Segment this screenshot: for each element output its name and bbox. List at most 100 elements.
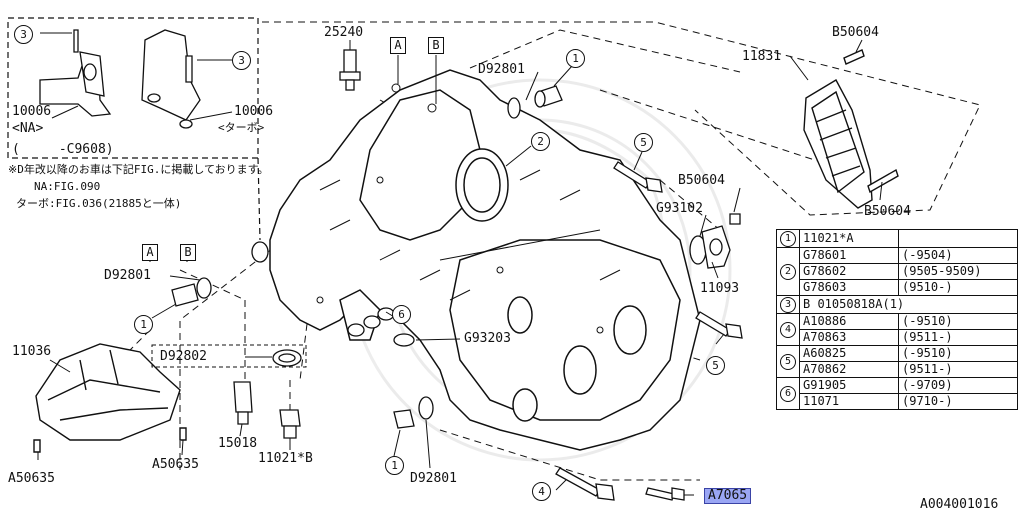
range-from: ( — [902, 346, 910, 360]
label-11831: 11831 — [742, 49, 782, 64]
range-to: ) — [945, 362, 953, 376]
part-code: A70863 — [799, 329, 899, 346]
range-from: ( — [902, 248, 910, 262]
label-a50635-right: A50635 — [152, 457, 199, 472]
table-row: 11071 (9710-) — [777, 393, 1018, 410]
callout-1-bottom: 1 — [385, 456, 404, 475]
label-11036: 11036 — [12, 344, 52, 359]
row-index: 4 — [780, 322, 796, 338]
range-from: (9710- — [902, 394, 946, 408]
callout-6: 6 — [392, 305, 411, 324]
ref-box-b-block: B — [428, 37, 444, 54]
part-code: A60825 — [799, 345, 899, 362]
table-row: 5 A60825 (-9510) — [776, 345, 1018, 378]
label-d92801-top: D92801 — [478, 62, 525, 77]
range-to: -9709) — [909, 378, 953, 392]
ref-box-b-inset: B — [180, 244, 196, 261]
oil-seal — [455, 148, 509, 222]
table-row: 1 11021*A — [776, 229, 1018, 248]
o-rings — [347, 307, 415, 347]
part-10006-turbo-variant: <ターボ> — [218, 121, 265, 134]
figure-code: A004001016 — [920, 497, 999, 512]
range-from: ( — [902, 314, 910, 328]
row-index: 2 — [780, 264, 796, 280]
sensor-25240 — [339, 49, 361, 91]
label-11021b: 11021*B — [258, 451, 313, 466]
callout-2: 2 — [531, 132, 550, 151]
inset-range: ( -C9608) — [12, 142, 114, 157]
plug-left — [171, 241, 269, 307]
part-10006-turbo: 10006 — [234, 104, 274, 119]
label-d92801-left: D92801 — [104, 268, 151, 283]
range-from: (9505-9509) — [902, 264, 982, 278]
label-b50604-mid: B50604 — [678, 173, 725, 188]
range-from: ( — [902, 378, 910, 392]
cover-11036 — [33, 343, 187, 453]
table-row: 2 G78601 (-9504) — [776, 247, 1018, 296]
range-to: ) — [945, 280, 953, 294]
label-a7065-highlighted[interactable]: A7065 — [704, 488, 752, 504]
part-code: G78602 — [799, 263, 899, 280]
range-from: (9511- — [902, 330, 946, 344]
flange-11093 — [689, 213, 741, 269]
parts-table: 1 11021*A 2 G78601 (-9504) G78602 (9505-… — [776, 229, 1018, 410]
callout-4: 4 — [532, 482, 551, 501]
table-row: A70862 (9511-) — [777, 361, 1018, 378]
fig-note-line2: NA:FIG.090 — [34, 180, 101, 193]
callout-3-inset-right: 3 — [232, 51, 251, 70]
part-10006-na: 10006 — [12, 104, 52, 119]
range-from: (9511- — [902, 362, 946, 376]
table-row: 6 G91905 (-9709) — [776, 377, 1018, 410]
label-a50635-left: A50635 — [8, 471, 55, 486]
lower-left-parts — [233, 349, 434, 439]
table-row: 3 B 01050818A(1) — [776, 295, 1018, 314]
row-index: 1 — [780, 231, 796, 247]
callout-3-inset-left: 3 — [14, 25, 33, 44]
ref-box-a-block: A — [390, 37, 406, 54]
engine-block — [269, 69, 701, 451]
cover-plate-11831 — [803, 49, 899, 209]
range-to: ) — [945, 394, 953, 408]
range-to: -9510) — [909, 346, 953, 360]
range-to: ) — [945, 330, 953, 344]
label-d92802: D92802 — [160, 349, 207, 364]
inset-frame — [7, 17, 261, 241]
row-index: 5 — [780, 354, 796, 370]
table-row: 4 A10886 (-9510) — [776, 313, 1018, 346]
leader-lines — [37, 39, 883, 496]
d92802-box — [151, 344, 307, 368]
label-15018: 15018 — [218, 436, 258, 451]
table-row: A70863 (9511-) — [777, 329, 1018, 346]
part-code: G78603 — [799, 279, 899, 296]
part-code: 11021*A — [799, 229, 899, 248]
fig-note-line1: ※D年改以降のお車は下記FIG.に掲載しております。 — [8, 163, 269, 176]
table-row: G78603 (9510-) — [777, 279, 1018, 296]
table-row: G78602 (9505-9509) — [777, 263, 1018, 280]
range-to: -9510) — [909, 314, 953, 328]
label-d92801-bottom: D92801 — [410, 471, 457, 486]
label-b50604-bottom: B50604 — [864, 204, 911, 219]
label-g93203: G93203 — [464, 331, 511, 346]
part-code: G91905 — [799, 377, 899, 394]
callout-5-right: 5 — [706, 356, 725, 375]
callout-1-left: 1 — [134, 315, 153, 334]
ref-box-a-inset: A — [142, 244, 158, 261]
part-code: G78601 — [799, 247, 899, 264]
row-index: 6 — [780, 386, 796, 402]
range-to: -9504) — [909, 248, 953, 262]
part-code: A10886 — [799, 313, 899, 330]
label-25240: 25240 — [324, 25, 364, 40]
label-11093: 11093 — [700, 281, 740, 296]
part-code: B 01050818A(1) — [799, 295, 1018, 314]
inset-leaders — [40, 32, 233, 121]
part-range — [898, 229, 1018, 248]
label-g93102: G93102 — [656, 201, 703, 216]
fig-note-line3: ターボ:FIG.036(21885と一体) — [16, 197, 182, 210]
callout-5-top: 5 — [634, 133, 653, 152]
bolts — [555, 161, 743, 501]
label-b50604-top: B50604 — [832, 25, 879, 40]
callout-1-top: 1 — [566, 49, 585, 68]
inset-brackets — [39, 29, 201, 129]
